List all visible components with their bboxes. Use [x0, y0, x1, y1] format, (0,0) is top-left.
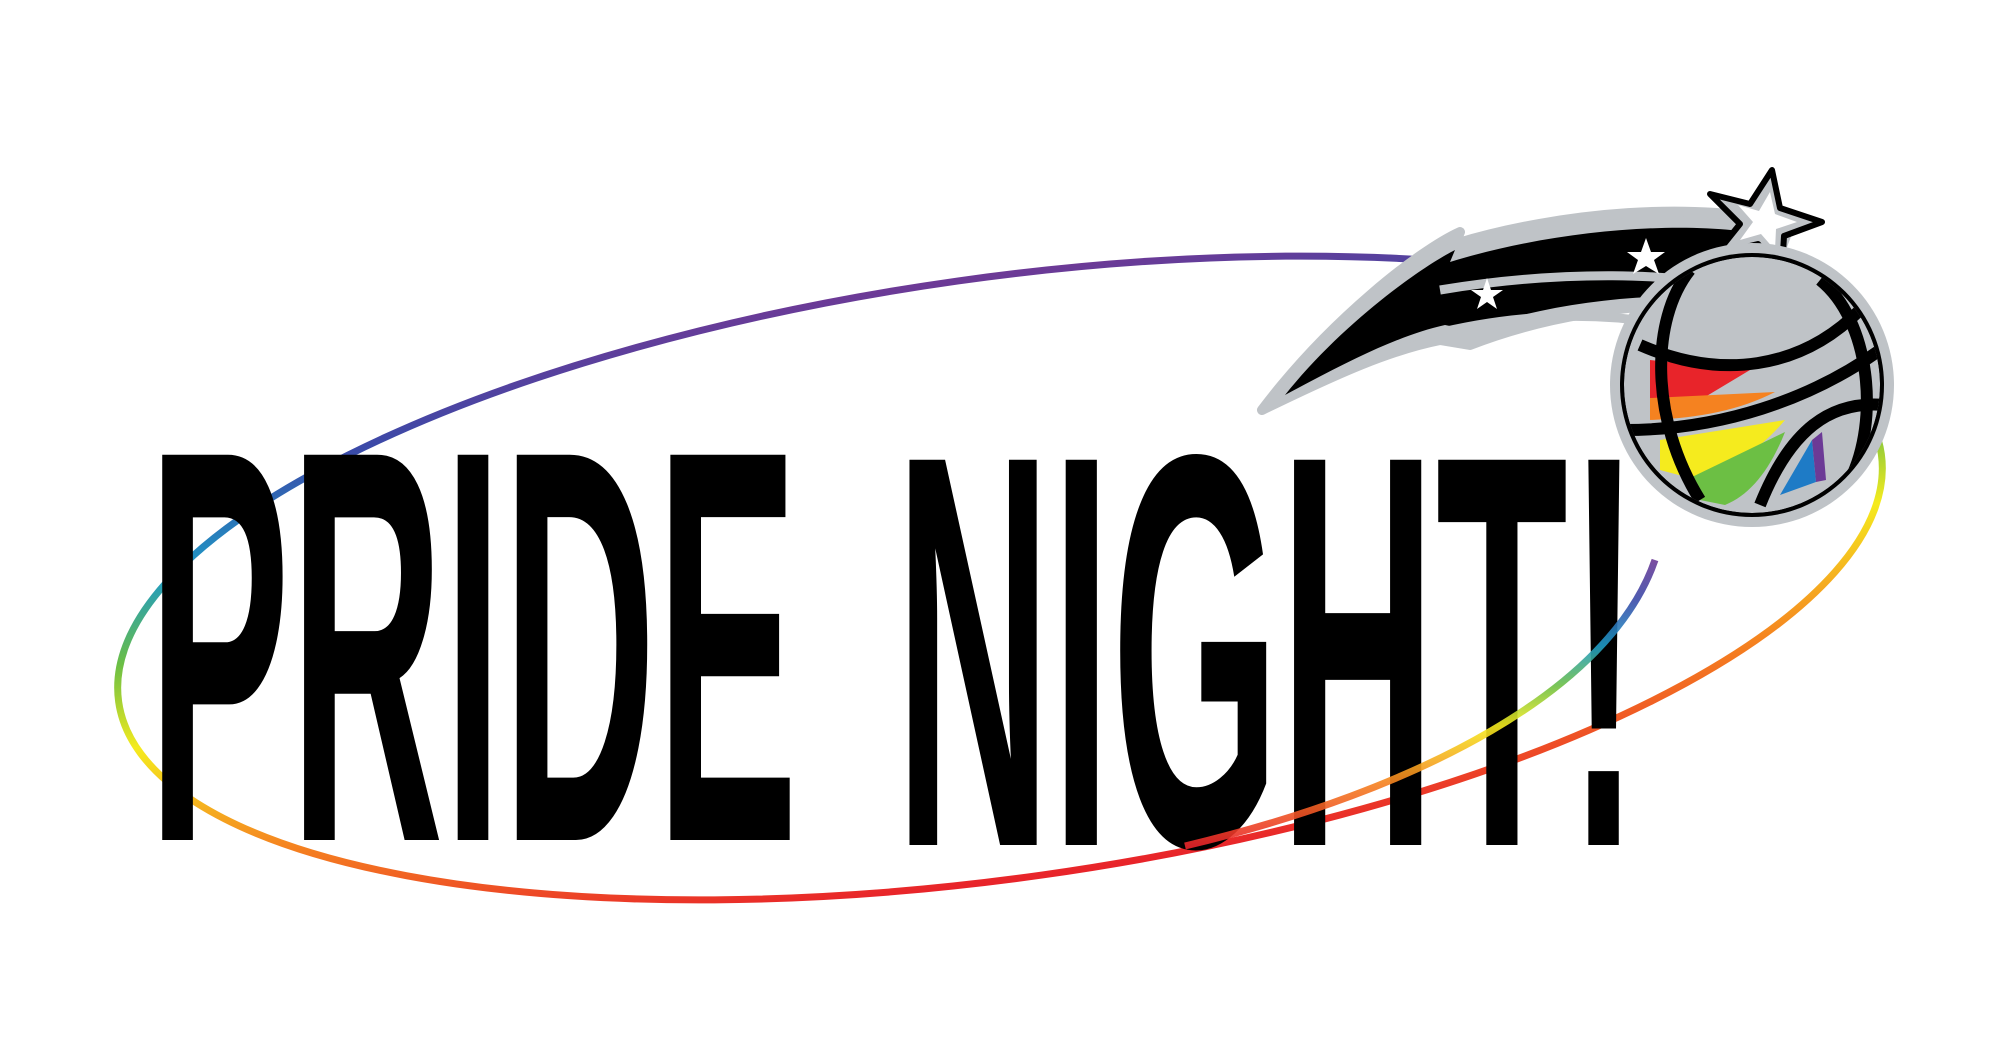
basketball-comet-logo-icon [1257, 167, 1894, 527]
star-icon [1471, 278, 1503, 309]
headline-word-night: NIGHT! [895, 338, 1640, 964]
rainbow-ring [114, 252, 1886, 904]
rainbow-ring-front [1184, 558, 1659, 850]
star-icon [1627, 238, 1665, 274]
headline-word-pride: PRIDE [148, 333, 798, 959]
headline: PRIDE NIGHT! [148, 333, 1640, 964]
